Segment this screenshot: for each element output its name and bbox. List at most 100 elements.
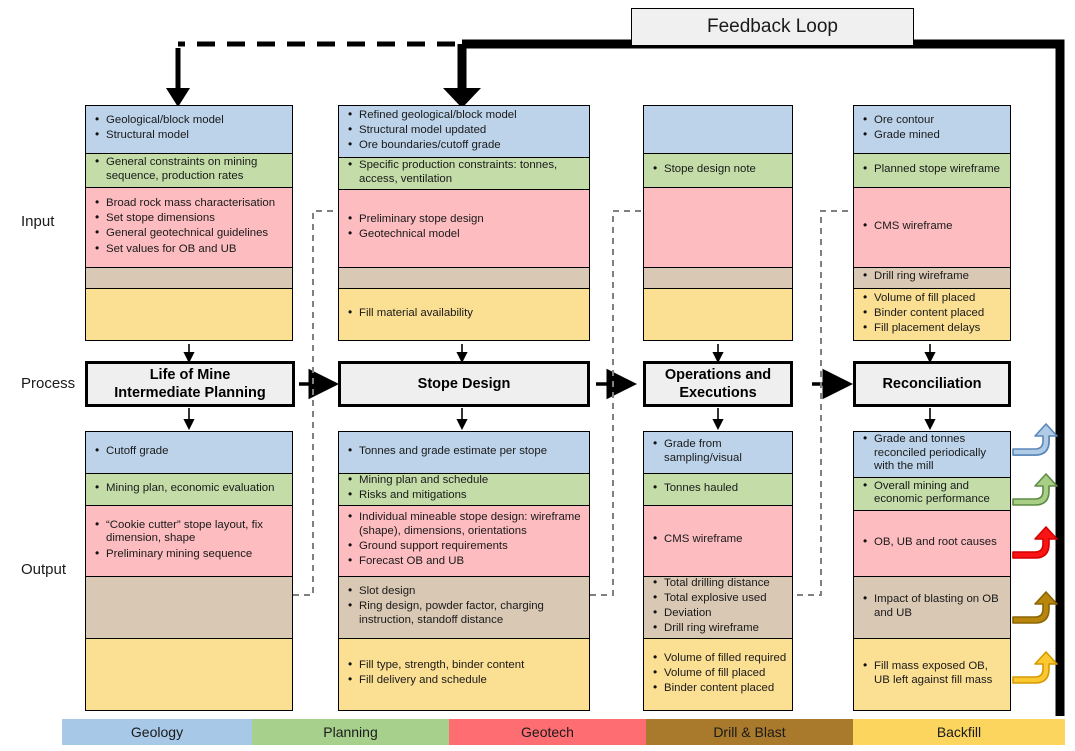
process-label-line: Executions [679, 385, 757, 401]
input-band-backfill: Fill material availability [339, 289, 589, 340]
bullet-item: Binder content placed [863, 306, 1006, 321]
output-band-drill: Impact of blasting on OB and UB [854, 576, 1010, 639]
bullet-item: Preliminary mining sequence [95, 547, 288, 562]
bullet-item: Fill mass exposed OB, UB left against fi… [863, 659, 1006, 687]
output-band-planning: Mining plan and scheduleRisks and mitiga… [339, 473, 589, 506]
output-box-operations: Grade from sampling/visual Tonnes hauled… [643, 431, 793, 711]
bullet-item: Fill type, strength, binder content [348, 658, 585, 673]
input-box-lom: Geological/block modelStructural model G… [85, 105, 293, 341]
output-band-drill: Total drilling distanceTotal explosive u… [644, 577, 792, 639]
legend-item-planning: Planning [252, 719, 449, 745]
process-label: Reconciliation [882, 375, 981, 393]
bullet-item: “Cookie cutter” stope layout, fix dimens… [95, 518, 288, 546]
output-band-geotech: Individual mineable stope design: wirefr… [339, 505, 589, 577]
input-band-geology [644, 106, 792, 154]
bullet-item: Fill material availability [348, 306, 585, 321]
output-band-geotech: CMS wireframe [644, 505, 792, 577]
output-band-geology: Grade from sampling/visual [644, 432, 792, 474]
input-band-planning: Specific production constraints: tonnes,… [339, 157, 589, 191]
input-band-geology: Geological/block modelStructural model [86, 106, 292, 154]
input-band-geology: Refined geological/block modelStructural… [339, 106, 589, 158]
bullet-item: Volume of fill placed [653, 666, 788, 681]
bullet-item: Total explosive used [653, 591, 788, 606]
bullet-item: Volume of filled required [653, 651, 788, 666]
input-box-operations: Stope design note [643, 105, 793, 341]
bullet-item: Tonnes hauled [653, 481, 788, 496]
bullet-item: Deviation [653, 606, 788, 621]
bullet-item: Ring design, powder factor, charging ins… [348, 599, 585, 627]
process-label: Stope Design [418, 375, 511, 393]
legend-item-geotech: Geotech [449, 719, 646, 745]
bullet-item: Total drilling distance [653, 577, 788, 591]
bullet-item: Forecast OB and UB [348, 554, 585, 569]
process-label-line: Operations and [664, 367, 772, 383]
legend-item-backfill: Backfill [853, 719, 1065, 745]
input-band-backfill [86, 289, 292, 340]
feedback-loop-label: Feedback Loop [707, 16, 838, 37]
bullet-item: Grade mined [863, 128, 1006, 143]
bullet-item: General constraints on mining sequence, … [95, 155, 288, 183]
process-box-stope-design[interactable]: Stope Design [338, 361, 590, 407]
bullet-item: Stope design note [653, 162, 788, 177]
output-box-reconciliation: Grade and tonnes reconciled periodically… [853, 431, 1011, 711]
bullet-item: Mining plan, economic evaluation [95, 481, 288, 496]
bullet-item: Cutoff grade [95, 444, 288, 459]
input-band-backfill: Volume of fill placedBinder content plac… [854, 289, 1010, 340]
bullet-item: Slot design [348, 584, 585, 599]
process-label-line: Reconciliation [882, 376, 982, 392]
input-band-drill [644, 267, 792, 290]
input-band-drill [339, 267, 589, 290]
bullet-item: Preliminary stope design [348, 212, 585, 227]
bullet-item: Planned stope wireframe [863, 162, 1006, 177]
legend-item-geology: Geology [62, 719, 252, 745]
row-label-process: Process [21, 375, 76, 392]
output-band-drill: Slot designRing design, powder factor, c… [339, 577, 589, 639]
output-box-stope-design: Tonnes and grade estimate per stope Mini… [338, 431, 590, 711]
row-label-input: Input [21, 213, 55, 230]
bullet-item: Impact of blasting on OB and UB [863, 592, 1006, 620]
input-band-geotech [644, 188, 792, 268]
input-band-geotech: Preliminary stope designGeotechnical mod… [339, 190, 589, 268]
bullet-item: Mining plan and schedule [348, 474, 585, 488]
bullet-item: Geological/block model [95, 113, 288, 128]
bullet-item: Set stope dimensions [95, 211, 288, 226]
bullet-item: Ore boundaries/cutoff grade [348, 138, 585, 153]
bullet-item: Structural model updated [348, 123, 585, 138]
output-band-geology: Cutoff grade [86, 432, 292, 474]
input-box-reconciliation: Ore contourGrade mined Planned stope wir… [853, 105, 1011, 341]
output-band-geotech: OB, UB and root causes [854, 511, 1010, 577]
input-band-backfill [644, 289, 792, 340]
bullet-item: Drill ring wireframe [653, 621, 788, 636]
process-label-line: Life of Mine [149, 367, 231, 383]
output-band-geotech: “Cookie cutter” stope layout, fix dimens… [86, 505, 292, 577]
input-band-drill [86, 267, 292, 290]
input-band-geotech: CMS wireframe [854, 188, 1010, 268]
output-band-planning: Overall mining and economic performance [854, 477, 1010, 512]
bullet-item: Fill delivery and schedule [348, 673, 585, 688]
output-band-planning: Tonnes hauled [644, 473, 792, 506]
output-band-drill [86, 577, 292, 639]
output-band-backfill [86, 638, 292, 710]
bullet-item: Drill ring wireframe [863, 270, 1006, 284]
bullet-item: Geotechnical model [348, 227, 585, 242]
bullet-item: Grade and tonnes reconciled periodically… [863, 432, 1006, 474]
input-band-geotech: Broad rock mass characterisationSet stop… [86, 188, 292, 268]
output-band-geology: Grade and tonnes reconciled periodically… [854, 432, 1010, 478]
input-box-stope-design: Refined geological/block modelStructural… [338, 105, 590, 341]
output-band-backfill: Fill type, strength, binder contentFill … [339, 638, 589, 710]
process-box-reconciliation[interactable]: Reconciliation [853, 361, 1011, 407]
input-band-planning: Stope design note [644, 153, 792, 189]
legend-item-drill: Drill & Blast [646, 719, 853, 745]
process-label-line: Intermediate Planning [114, 385, 266, 401]
bullet-item: Overall mining and economic performance [863, 479, 1006, 507]
bullet-item: General geotechnical guidelines [95, 226, 288, 241]
bullet-item: Individual mineable stope design: wirefr… [348, 510, 585, 538]
discipline-legend: Geology Planning Geotech Drill & Blast B… [62, 719, 1065, 745]
bullet-item: Binder content placed [653, 681, 788, 696]
feedback-loop-box: Feedback Loop [631, 8, 914, 46]
